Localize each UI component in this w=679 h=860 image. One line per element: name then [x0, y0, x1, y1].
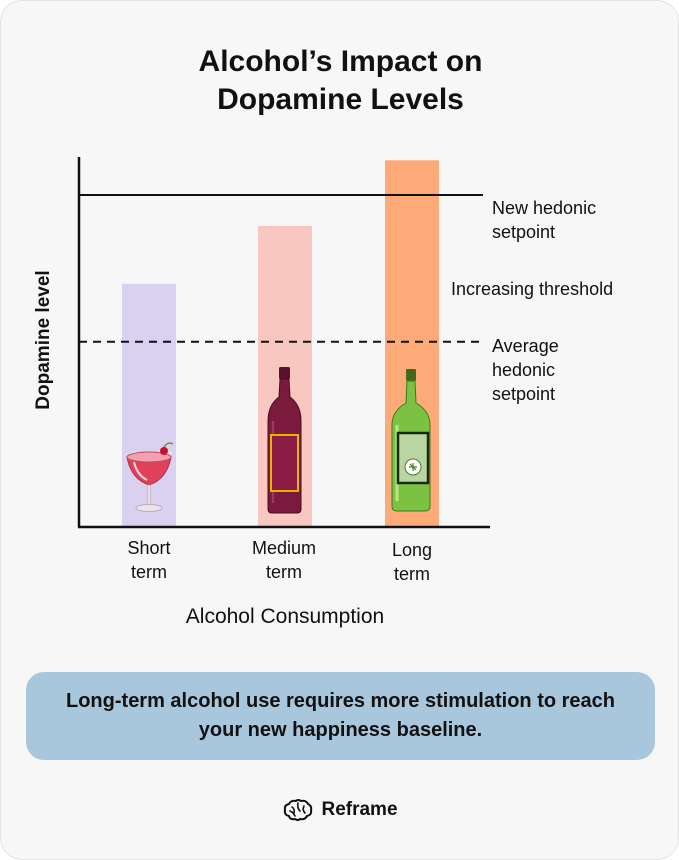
x-tick-label-line: term [266, 562, 302, 582]
reference-label-line: hedonic [492, 360, 556, 380]
x-tick-label-line: Short [127, 538, 171, 558]
x-tick-label-line: term [131, 562, 167, 582]
takeaway-callout: Long-term alcohol use requires more stim… [26, 672, 655, 760]
cocktail-glass-icon [126, 442, 174, 512]
takeaway-text: Long-term alcohol use requires more stim… [66, 690, 615, 741]
increasing-threshold-annotation: Increasing threshold [451, 279, 614, 299]
chart-title-line-1: Alcohol’s Impact on [198, 45, 483, 78]
brain-icon [284, 799, 313, 821]
chart-title: Alcohol’s Impact on Dopamine Levels [1, 43, 679, 119]
x-tick-label-line: term [394, 564, 430, 584]
brand-name: Reframe [321, 799, 398, 820]
new-hedonic-setpoint-label: New hedonic setpoint [492, 196, 596, 244]
reference-label-line: setpoint [492, 384, 556, 404]
red-wine-bottle-icon [267, 367, 302, 514]
x-axis-title: Alcohol Consumption [185, 605, 385, 628]
reference-label-line: New hedonic [492, 198, 597, 218]
reference-label-line: setpoint [492, 222, 556, 242]
y-axis-title-text: Dopamine level [33, 270, 54, 410]
x-tick-label-short-term: Short term [94, 536, 204, 584]
x-tick-label-line: Medium [251, 538, 317, 558]
x-tick-label-long-term: Long term [357, 538, 467, 586]
dopamine-bar-chart [77, 157, 490, 529]
chart-title-line-2: Dopamine Levels [217, 83, 464, 116]
x-tick-label-line: Long [391, 540, 433, 560]
brand-footer: Reframe [1, 795, 679, 825]
average-hedonic-setpoint-label: Average hedonic setpoint [492, 334, 559, 406]
reference-label-line: Average [492, 336, 559, 356]
x-tick-label-medium-term: Medium term [229, 536, 339, 584]
green-wine-bottle-icon [391, 369, 431, 512]
